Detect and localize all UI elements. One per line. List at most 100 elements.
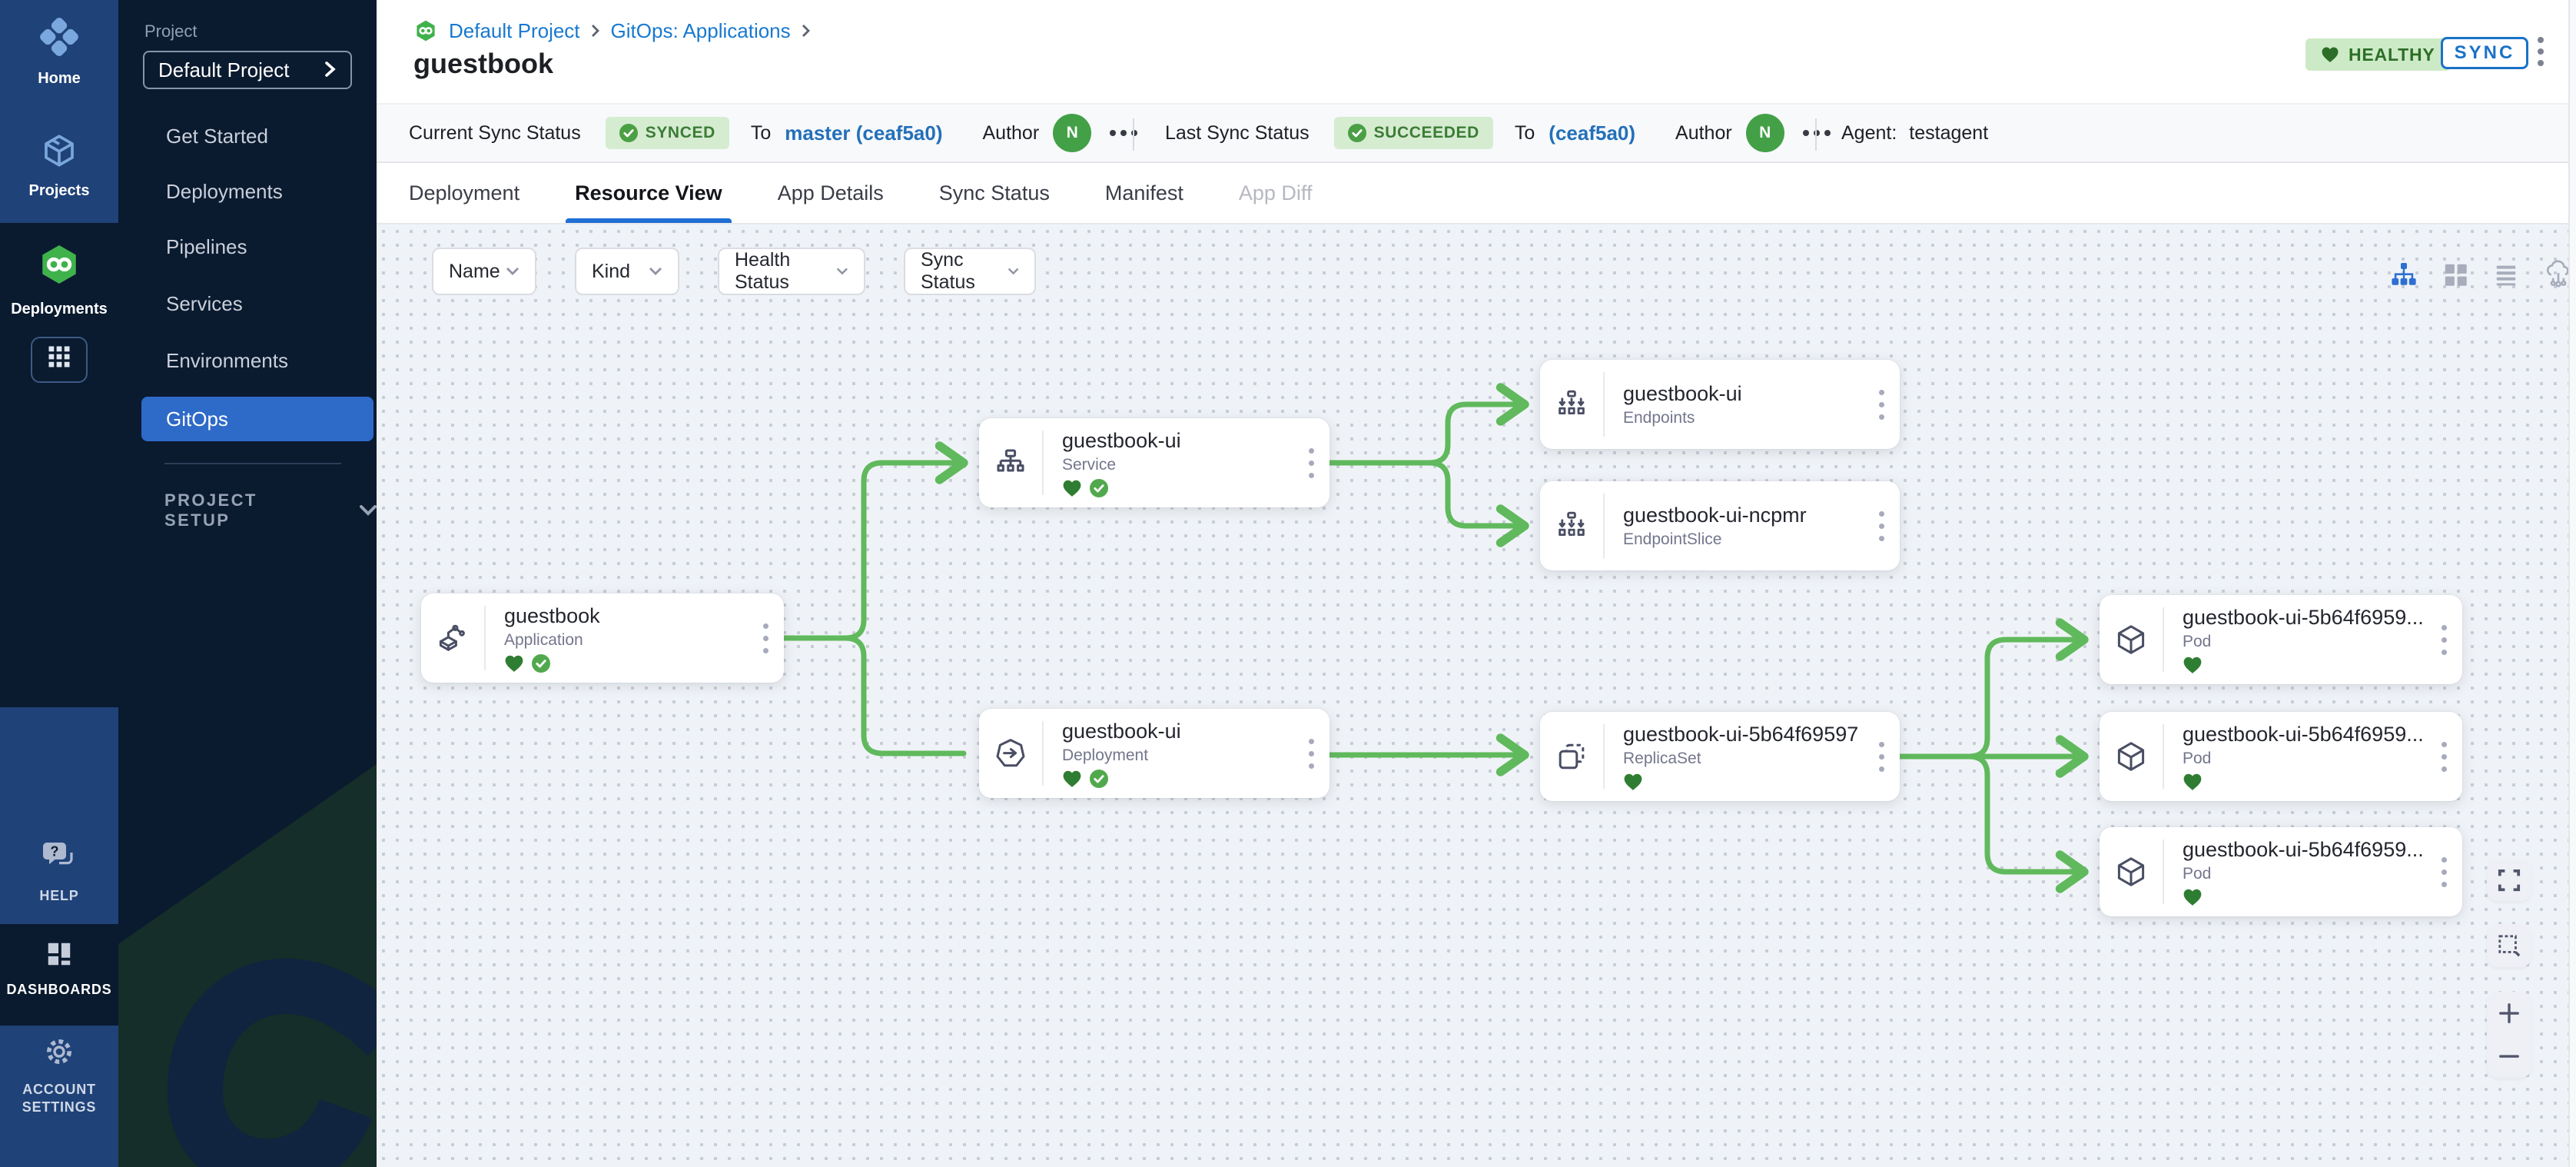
app-menu-kebab-icon[interactable]	[2538, 37, 2544, 66]
tab-sync-status[interactable]: Sync Status	[938, 181, 1050, 204]
tree-view-icon[interactable]	[2390, 261, 2418, 288]
agent-label: Agent:	[1841, 121, 1897, 144]
app-tabs: Deployment Resource View App Details Syn…	[377, 163, 2576, 224]
tab-app-diff: App Diff	[1238, 181, 1313, 204]
selection-mode-button[interactable]	[2487, 924, 2531, 967]
tab-app-details[interactable]: App Details	[777, 181, 884, 204]
scrollbar-gutter	[2568, 0, 2576, 1167]
sidebar-gitops-label: GitOps	[166, 407, 228, 431]
sidebar-item-get-started[interactable]: Get Started	[166, 125, 268, 148]
status-divider	[1133, 118, 1134, 151]
network-view-icon[interactable]	[2544, 260, 2573, 289]
node-name: guestbook-ui	[1062, 428, 1181, 452]
node-kebab-icon[interactable]	[2425, 595, 2462, 684]
node-kebab-icon[interactable]	[1863, 481, 1900, 570]
node-kebab-icon[interactable]	[1863, 360, 1900, 449]
node-kind: Pod	[2183, 749, 2212, 767]
chevron-down-icon	[837, 268, 848, 275]
rail-item-home[interactable]: Home	[0, 17, 118, 88]
tab-deployment[interactable]: Deployment	[409, 181, 520, 204]
rail-projects-label: Projects	[28, 182, 90, 199]
nav-rail: Home Projects Deployments ? HELP	[0, 0, 118, 1167]
sidebar-item-services[interactable]: Services	[166, 292, 243, 315]
node-name: guestbook-ui-5b64f69597	[1623, 722, 1859, 746]
sync-button[interactable]: SYNC	[2441, 37, 2528, 69]
chevron-down-icon	[506, 268, 519, 275]
rail-item-help[interactable]: ? HELP	[0, 840, 118, 905]
healthy-heart-icon	[2183, 889, 2202, 906]
filter-health-status-dropdown[interactable]: Health Status	[718, 248, 865, 295]
node-kind: Pod	[2183, 864, 2212, 883]
last-sync-target-link[interactable]: (ceaf5a0)	[1549, 121, 1636, 145]
gitops-watermark	[118, 764, 377, 1167]
module-grid-icon	[48, 345, 71, 374]
list-view-icon[interactable]	[2493, 261, 2519, 288]
heart-icon	[2321, 46, 2339, 63]
resource-tree-canvas[interactable]: Name Kind Health Status Sync Status	[377, 224, 2576, 1167]
sidebar-item-deployments[interactable]: Deployments	[166, 180, 283, 203]
filter-sync-status-dropdown[interactable]: Sync Status	[904, 248, 1036, 295]
pod-icon	[2100, 724, 2164, 789]
node-endpoints-guestbook-ui[interactable]: guestbook-ui Endpoints	[1540, 360, 1900, 449]
view-mode-switcher	[2390, 260, 2573, 289]
node-kebab-icon[interactable]	[1293, 418, 1329, 507]
node-name: guestbook-ui-5b64f6959...	[2183, 722, 2424, 746]
project-setup-label: PROJECT SETUP	[164, 490, 257, 530]
healthy-heart-icon	[1624, 773, 1642, 790]
breadcrumb-link-gitops-applications[interactable]: GitOps: Applications	[610, 18, 791, 42]
sidebar-item-pipelines[interactable]: Pipelines	[166, 235, 247, 258]
node-name: guestbook-ui-ncpmr	[1623, 503, 1807, 527]
grid-view-icon[interactable]	[2442, 261, 2468, 288]
node-kebab-icon[interactable]	[1293, 709, 1329, 798]
gear-icon	[42, 1035, 76, 1075]
filter-name-dropdown[interactable]: Name	[432, 248, 536, 295]
chevron-down-icon	[649, 268, 662, 275]
agent-group: Agent: testagent	[1841, 105, 1988, 161]
node-pod-1[interactable]: guestbook-ui-5b64f6959... Pod	[2100, 595, 2462, 684]
node-kebab-icon[interactable]	[2425, 712, 2462, 801]
module-picker-button[interactable]	[31, 337, 88, 383]
node-endpointslice-guestbook-ui-ncpmr[interactable]: guestbook-ui-ncpmr EndpointSlice	[1540, 481, 1900, 570]
node-kebab-icon[interactable]	[1863, 712, 1900, 801]
rail-item-account-settings[interactable]: ACCOUNT SETTINGS	[0, 1035, 118, 1115]
node-kind: Application	[504, 630, 583, 649]
sidebar-item-gitops[interactable]: GitOps	[141, 397, 373, 441]
breadcrumb-link-project[interactable]: Default Project	[449, 18, 580, 42]
gitops-hexagon-icon	[36, 241, 82, 294]
node-kebab-icon[interactable]	[2425, 827, 2462, 916]
zoom-out-button[interactable]	[2498, 1045, 2521, 1068]
current-sync-status-label: Current Sync Status	[409, 121, 581, 144]
project-selector[interactable]: Default Project	[143, 51, 352, 89]
marquee-select-icon	[2498, 935, 2521, 957]
current-sync-target-link[interactable]: master (ceaf5a0)	[785, 121, 943, 145]
minus-icon	[2499, 1055, 2519, 1058]
node-kind: Deployment	[1062, 746, 1149, 764]
pod-icon	[2100, 840, 2164, 904]
node-deployment-guestbook-ui[interactable]: guestbook-ui Deployment	[979, 709, 1329, 798]
node-replicaset-guestbook-ui-5b64f69597[interactable]: guestbook-ui-5b64f69597 ReplicaSet	[1540, 712, 1900, 801]
tab-resource-view[interactable]: Resource View	[566, 163, 732, 223]
filter-kind-dropdown[interactable]: Kind	[575, 248, 679, 295]
rail-item-deployments[interactable]: Deployments	[0, 241, 118, 319]
rail-item-dashboards[interactable]: DASHBOARDS	[0, 939, 118, 999]
tab-manifest[interactable]: Manifest	[1104, 181, 1183, 204]
more-commit-info-icon[interactable]	[1110, 130, 1138, 136]
filter-sync-status-label: Sync Status	[921, 249, 975, 293]
node-kebab-icon[interactable]	[747, 593, 784, 683]
zoom-in-button[interactable]	[2498, 1002, 2521, 1025]
last-sync-status-label: Last Sync Status	[1165, 121, 1310, 144]
node-name: guestbook-ui	[1623, 381, 1742, 405]
healthy-heart-icon	[1063, 770, 1081, 787]
author-label: Author	[1675, 121, 1732, 144]
last-sync-status-group: Last Sync Status SUCCEEDED To (ceaf5a0) …	[1165, 105, 1831, 161]
node-pod-2[interactable]: guestbook-ui-5b64f6959... Pod	[2100, 712, 2462, 801]
fullscreen-button[interactable]	[2487, 859, 2531, 901]
gitops-breadcrumb-icon	[413, 18, 438, 43]
project-sidebar: Project Default Project Get Started Depl…	[118, 0, 377, 1167]
node-application-guestbook[interactable]: guestbook Application	[421, 593, 784, 683]
sidebar-item-environments[interactable]: Environments	[166, 349, 288, 372]
node-pod-3[interactable]: guestbook-ui-5b64f6959... Pod	[2100, 827, 2462, 916]
node-service-guestbook-ui[interactable]: guestbook-ui Service	[979, 418, 1329, 507]
project-setup-toggle[interactable]: PROJECT SETUP	[164, 490, 377, 530]
rail-item-projects[interactable]: Projects	[0, 132, 118, 201]
